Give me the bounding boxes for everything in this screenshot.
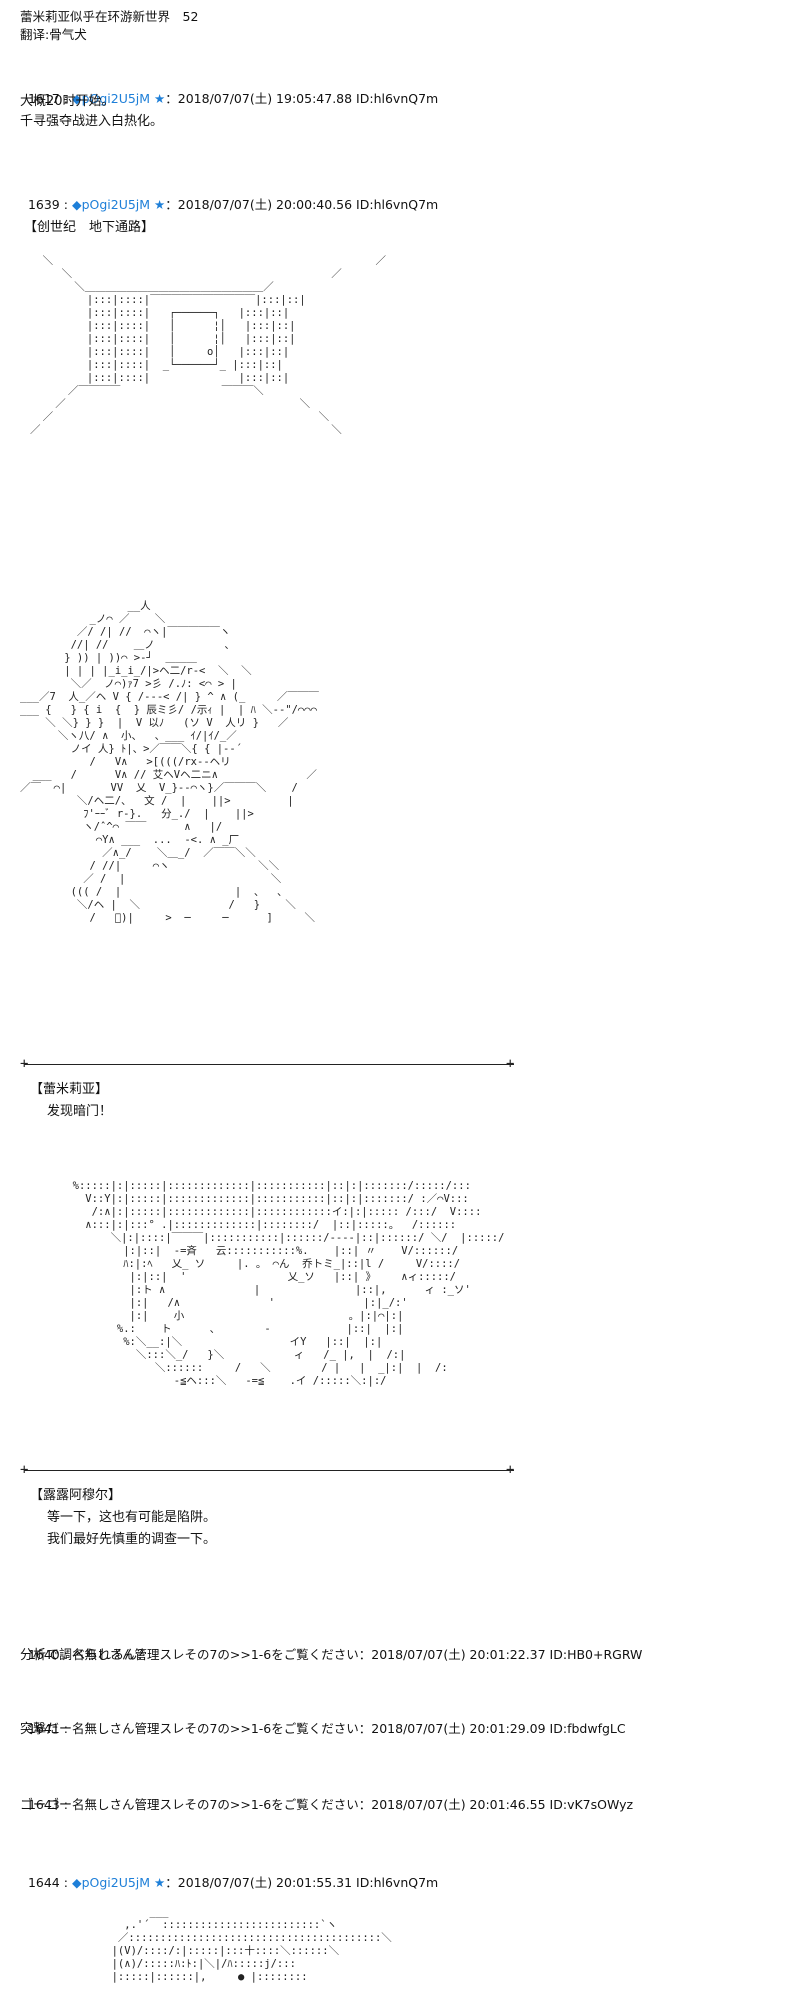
post-body-line: 突撃だー [20, 1722, 73, 1737]
poster-name: 名無しさん管理スレその7の>>1-6をご覧ください [71, 1647, 359, 1662]
post-number: 1639 [27, 197, 60, 212]
post-separator: ： [358, 1797, 372, 1812]
divider-cross-icon: + [20, 1056, 29, 1072]
post-date: 2018/07/07(土) 20:01:46.55 ID:vK7sOWyz [371, 1797, 634, 1812]
diamond-icon: ◆ [71, 197, 82, 212]
divider-cross-icon: + [506, 1056, 515, 1072]
poster-trip[interactable]: pOgi2U5jM [81, 197, 151, 212]
ascii-art-bottom: ___ ,.'´ :::::::::::::::::::::::::`ヽ ／::… [80, 1906, 392, 1983]
ascii-art-lulu: %:::::|:|:::::|:::::::::::::|:::::::::::… [60, 1180, 505, 1387]
dialogue-line: 发现暗门！ [34, 1104, 113, 1119]
post-date: 2018/07/07(土) 20:01:29.09 ID:fbdwfgLC [371, 1721, 626, 1736]
post-separator: ： [358, 1647, 372, 1662]
post-date: 2018/07/07(土) 20:01:55.31 ID:hl6vnQ7m [177, 1875, 439, 1890]
post-date: 2018/07/07(土) 19:05:47.88 ID:hl6vnQ7m [177, 91, 439, 106]
post-number: 1640 [27, 1647, 60, 1662]
diamond-icon: ◆ [71, 1875, 82, 1890]
poster-trip[interactable]: pOgi2U5jM [81, 1875, 151, 1890]
poster-trip[interactable]: pOgi2U5jM [81, 91, 151, 106]
speaker-name: 【蕾米莉亚】 [30, 1082, 109, 1097]
scene-caption: 【创世纪 地下通路】 [24, 220, 155, 235]
ascii-art-corridor: ＼ ／ ＼ ／ ＼＿＿＿＿＿＿＿＿＿＿＿＿＿＿＿＿＿／ |:::|::::|￣￣… [30, 255, 387, 436]
post-number: 1643 [27, 1797, 60, 1812]
post-separator: ： [165, 1875, 178, 1890]
star-icon: ★ [154, 197, 166, 212]
post-header: 1641 : 名無しさん管理スレその7の>>1-6をご覧ください：2018/07… [27, 1721, 626, 1736]
divider [24, 1470, 514, 1471]
post-number: 1617 [27, 91, 60, 106]
post-body-line: 千寻强夺战进入白热化。 [20, 114, 164, 129]
post-header: 1643 : 名無しさん管理スレその7の>>1-6をご覧ください：2018/07… [27, 1797, 634, 1812]
ascii-art-remilia: __人 _ノ⌒ ／ ＼ ／/ /| // ⌒ヽ|￣￣￣￣￣ヽ //| // ＿ノ… [20, 600, 319, 924]
post-header: 1617 : ◆pOgi2U5jM ★：2018/07/07(土) 19:05:… [27, 91, 439, 106]
post-number: 1641 [27, 1721, 60, 1736]
post-date: 2018/07/07(土) 20:01:22.37 ID:HB0+RGRW [371, 1647, 643, 1662]
dialogue-line: 我们最好先慎重的调查一下。 [34, 1532, 217, 1547]
post-body-line: 大概20时开始。 [20, 94, 115, 109]
translator-credit: 翻译:骨气犬 [20, 27, 87, 42]
post-header: 1639 : ◆pOgi2U5jM ★：2018/07/07(土) 20:00:… [27, 197, 439, 212]
divider-cross-icon: + [20, 1462, 29, 1478]
post-separator: ： [165, 197, 178, 212]
post-body-line: ゴーゴー [20, 1798, 73, 1813]
post-header: 1644 : ◆pOgi2U5jM ★：2018/07/07(土) 20:01:… [27, 1875, 439, 1890]
star-icon: ★ [154, 1875, 166, 1890]
page-title: 蕾米莉亚似乎在环游新世界 52 [20, 9, 199, 24]
dialogue-line: 等一下，这也有可能是陷阱。 [34, 1510, 217, 1525]
post-separator: ： [358, 1721, 372, 1736]
post-separator: ： [165, 91, 178, 106]
post-date: 2018/07/07(土) 20:00:40.56 ID:hl6vnQ7m [177, 197, 439, 212]
divider [24, 1064, 514, 1065]
star-icon: ★ [154, 91, 166, 106]
speaker-name: 【露露阿穆尔】 [30, 1488, 122, 1503]
post-header: 1640 : 名無しさん管理スレその7の>>1-6をご覧ください：2018/07… [27, 1647, 643, 1662]
post-number: 1644 [27, 1875, 60, 1890]
post-body-line: 分析で調べられるん？ [20, 1648, 151, 1663]
poster-name: 名無しさん管理スレその7の>>1-6をご覧ください [71, 1721, 359, 1736]
poster-name: 名無しさん管理スレその7の>>1-6をご覧ください [71, 1797, 359, 1812]
diamond-icon: ◆ [71, 91, 82, 106]
divider-cross-icon: + [506, 1462, 515, 1478]
